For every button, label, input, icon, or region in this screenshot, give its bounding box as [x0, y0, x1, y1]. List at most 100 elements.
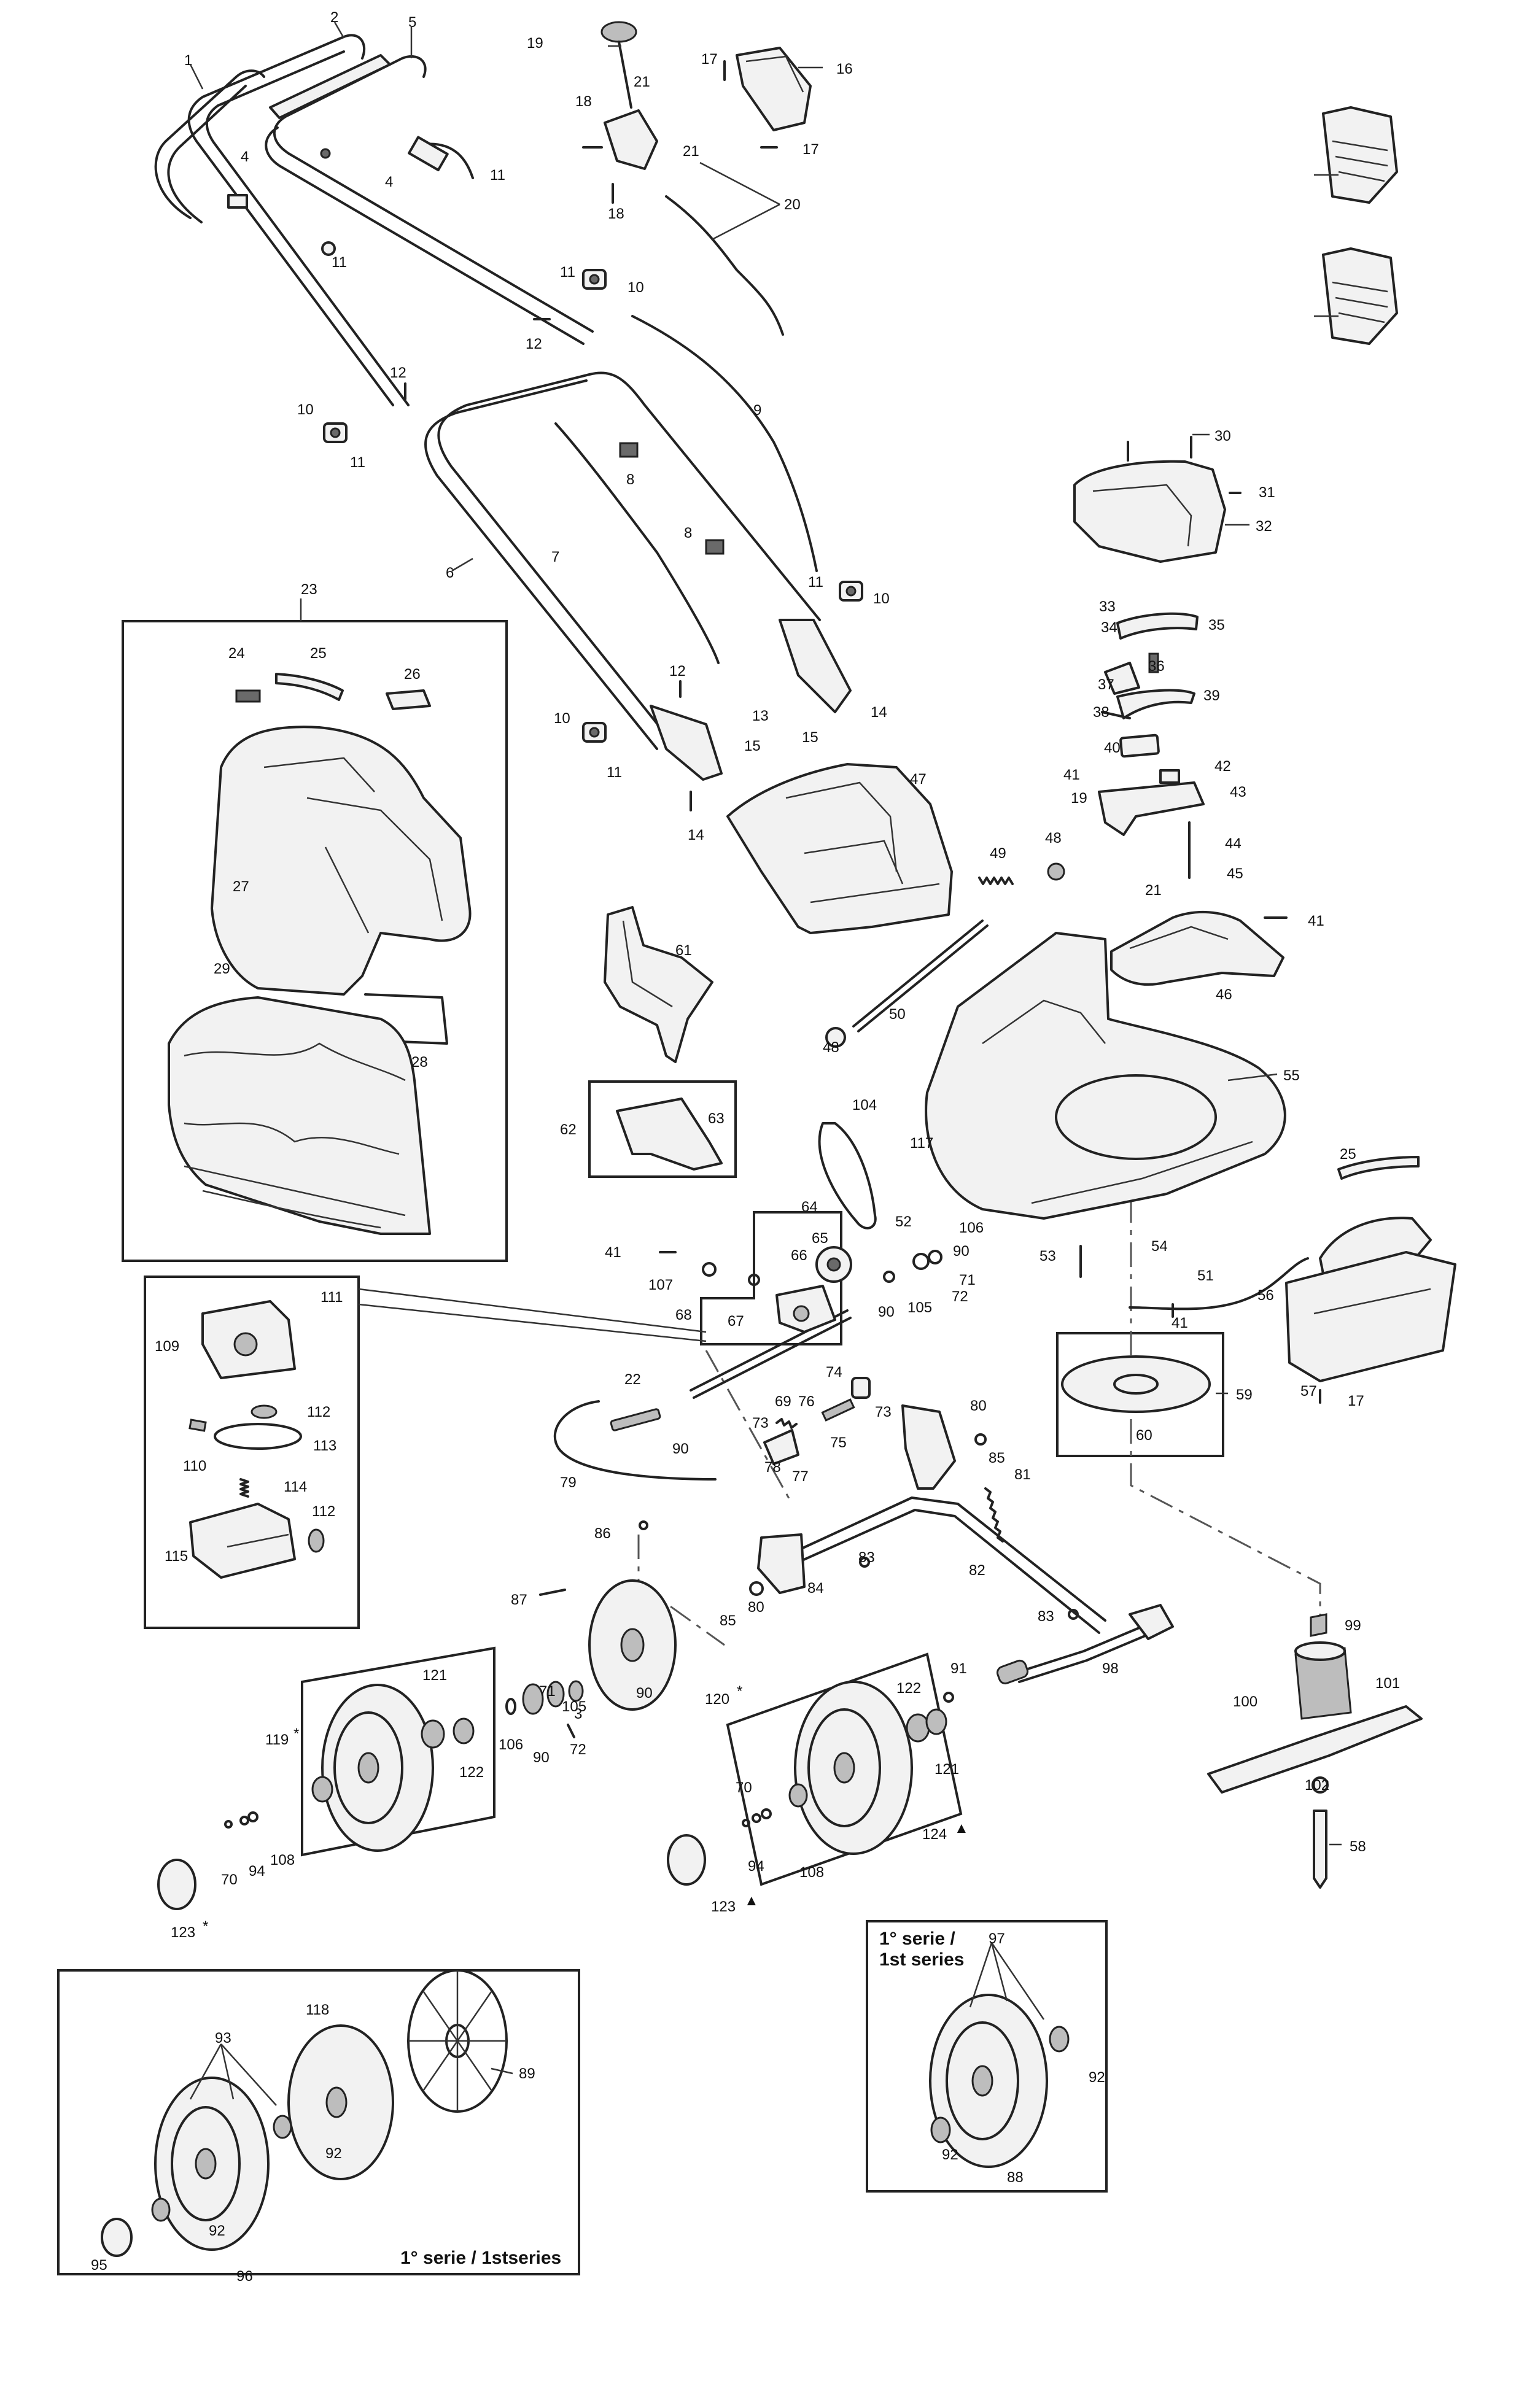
callout-94: 90 — [878, 1304, 895, 1320]
callout-5: 11 — [490, 167, 505, 184]
callout-92: 68 — [675, 1307, 692, 1323]
washer-102 — [1312, 1776, 1329, 1794]
callout-140: 100 — [1233, 1694, 1257, 1710]
callout-59: 49 — [990, 845, 1006, 862]
callout-66: 29 — [214, 961, 230, 977]
handle-part-1 — [154, 69, 265, 219]
lever-35 — [1116, 612, 1199, 640]
callout-103: 69 — [775, 1393, 791, 1410]
lower-handle-6 — [437, 371, 821, 744]
callout-136: * — [737, 1683, 742, 1700]
callout-76: 65 — [812, 1230, 828, 1247]
pin-38 — [1101, 711, 1131, 719]
plate-84 — [757, 1533, 806, 1594]
deck-opening — [1055, 1074, 1217, 1160]
callout-156: 108 — [270, 1852, 295, 1868]
callout-86: 54 — [1151, 1238, 1168, 1255]
callout-3: 4 — [241, 149, 249, 165]
handle-mount-assembly — [1073, 436, 1284, 986]
callout-95: 41 — [1172, 1315, 1188, 1331]
bag-handle-28 — [364, 993, 448, 1045]
callout-70: 55 — [1283, 1067, 1300, 1084]
bolt-58 — [1313, 1810, 1327, 1889]
callout-163: 97 — [989, 1930, 1005, 1947]
fasteners — [404, 60, 1321, 1703]
lever-37 — [1104, 662, 1140, 695]
spring-49 — [978, 877, 1014, 885]
handle-grip — [269, 54, 391, 119]
deflector-62 — [616, 1098, 723, 1171]
selector-78 — [763, 1429, 799, 1465]
deflector-61 — [604, 906, 713, 1063]
rear-cover-32 — [1073, 460, 1226, 563]
callout-148: 122 — [459, 1764, 484, 1781]
callout-111: 60 — [1136, 1427, 1152, 1444]
callout-leaders — [189, 21, 1342, 2106]
callout-105: 80 — [970, 1398, 987, 1414]
callout-69: 48 — [823, 1039, 839, 1056]
callout-100: 57 — [1300, 1383, 1317, 1400]
grip-39 — [1116, 689, 1195, 719]
callout-80: 41 — [605, 1244, 621, 1261]
callout-112: 85 — [989, 1450, 1005, 1466]
rod-98b — [1018, 1635, 1146, 1683]
callout-11: 21 — [634, 74, 650, 90]
speed-selector — [763, 1377, 871, 1465]
callout-32: 10 — [873, 590, 890, 607]
callout-47: 15 — [744, 738, 761, 754]
handle-part-2-inner — [205, 50, 410, 406]
washer-94-a — [239, 1816, 249, 1825]
bearing-121 — [421, 1719, 445, 1749]
callout-8: 17 — [701, 51, 718, 68]
group-frames — [57, 598, 1224, 2275]
cables — [239, 195, 1014, 1543]
callout-96: 109 — [155, 1338, 179, 1355]
bearing-92-bottom — [930, 2116, 951, 2143]
callout-134: 90 — [636, 1685, 653, 1701]
callout-118: 114 — [284, 1479, 307, 1495]
handle-part-2 — [187, 34, 394, 406]
first-series-label-line2: 1st series — [879, 1949, 964, 1970]
callout-62: 45 — [1227, 865, 1243, 882]
callout-107: 113 — [313, 1438, 336, 1454]
callout-61: 21 — [1145, 882, 1162, 899]
washer-94-b — [752, 1813, 761, 1823]
callout-170: 88 — [1007, 2169, 1024, 2186]
bag-label-24 — [235, 689, 261, 703]
callout-116: 81 — [1014, 1466, 1031, 1483]
callout-20: 10 — [297, 401, 314, 418]
handle-part-5-inner — [265, 126, 585, 345]
handle-bracket-4 — [227, 194, 248, 209]
cable-20 — [665, 195, 784, 336]
callout-159: 123 — [171, 1924, 195, 1941]
axle-bar-82b — [797, 1509, 1100, 1634]
callout-149: 102 — [1305, 1777, 1329, 1794]
screw-70-a — [224, 1820, 233, 1829]
cap-95 — [101, 2218, 133, 2257]
callout-172: 95 — [91, 2257, 107, 2274]
cap-74 — [851, 1377, 871, 1399]
callout-109: 75 — [830, 1434, 847, 1451]
belt-104 — [818, 1122, 877, 1229]
callout-17: 10 — [628, 279, 644, 296]
callout-49: 11 — [607, 764, 622, 781]
callout-162: ▲ — [744, 1892, 759, 1909]
spring-114 — [239, 1478, 249, 1498]
callout-167: 92 — [1089, 2069, 1105, 2086]
callout-75: 64 — [801, 1199, 818, 1215]
callout-129: 99 — [1345, 1617, 1361, 1634]
callout-110: 90 — [672, 1441, 689, 1457]
cap-48-b — [1047, 862, 1065, 881]
callout-65: 46 — [1216, 986, 1232, 1003]
callout-58: 44 — [1225, 835, 1242, 852]
callout-144: 90 — [533, 1749, 550, 1766]
callout-41: 14 — [871, 704, 887, 721]
knob-10-c — [839, 581, 863, 602]
blade-axis-line — [1130, 1154, 1321, 1620]
throttle-lever — [600, 21, 812, 170]
gearbox-detail — [188, 1300, 325, 1579]
callout-22: 9 — [753, 402, 761, 419]
callout-50: 40 — [1104, 740, 1121, 756]
first-series-label-line1: 1° serie / — [879, 1929, 955, 1949]
blade-assembly — [1207, 1613, 1423, 1889]
